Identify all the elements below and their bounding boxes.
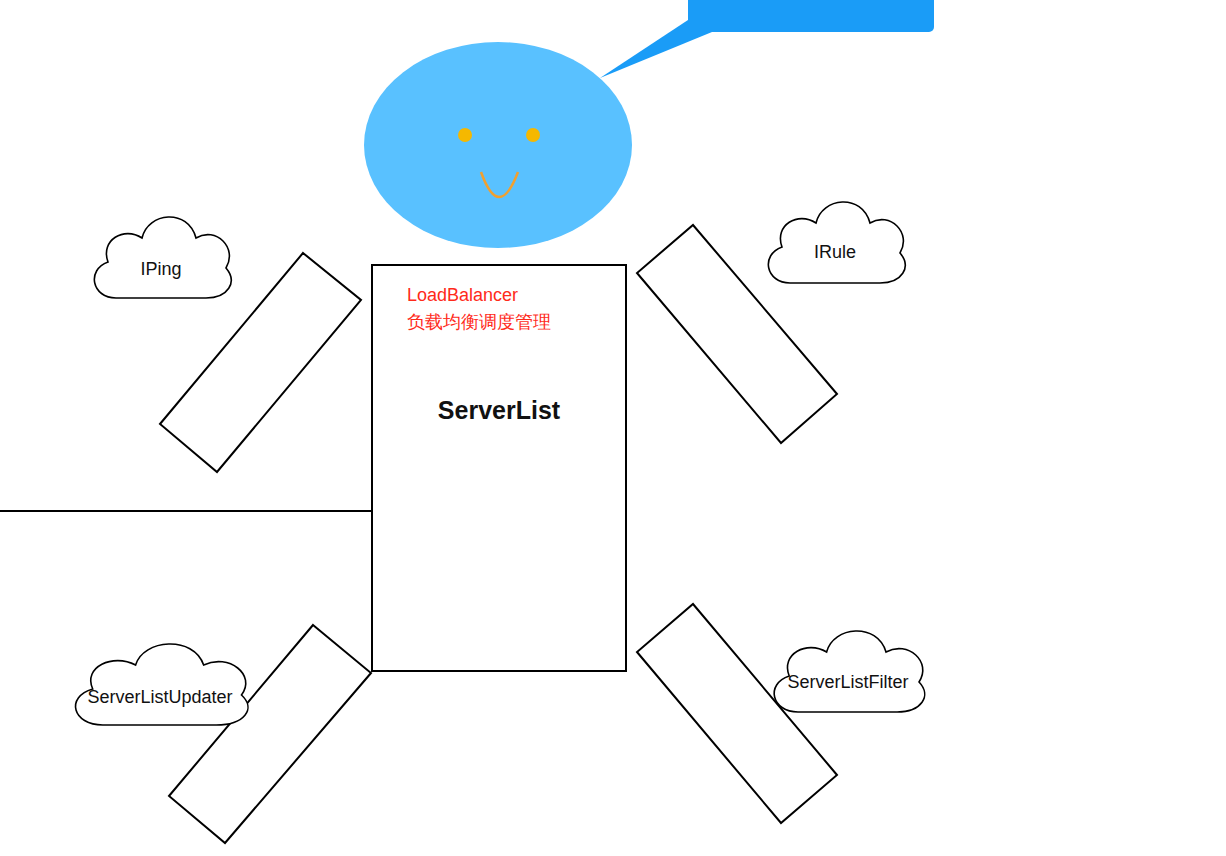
eye — [526, 128, 540, 142]
speech-bubble — [688, 0, 934, 32]
leg — [637, 604, 837, 823]
cloud-label: IPing — [140, 259, 181, 280]
cloud-path — [76, 644, 248, 725]
cloud-path — [775, 631, 925, 712]
cloud-outline — [760, 193, 910, 285]
cloud-label: ServerListUpdater — [87, 687, 232, 708]
smile — [481, 172, 518, 197]
box-title: ServerList — [438, 396, 560, 425]
cloud-label: ServerListFilter — [787, 672, 908, 693]
box-heading: LoadBalancer 负载均衡调度管理 — [407, 282, 551, 336]
cloud-shape: ServerListUpdater — [65, 635, 254, 727]
cloud-label: IRule — [814, 242, 856, 263]
cloud-outline — [65, 635, 254, 727]
eye — [458, 128, 472, 142]
cloud-path — [94, 217, 231, 298]
cloud-path — [768, 202, 905, 283]
cloud-shape: ServerListFilter — [765, 622, 930, 714]
cloud-outline — [86, 208, 236, 300]
cloud-shape: IPing — [86, 208, 236, 300]
cloud-outline — [765, 622, 930, 714]
plain-line — [0, 510, 383, 512]
cloud-shape: IRule — [760, 193, 910, 285]
body-box: LoadBalancer 负载均衡调度管理 ServerList — [371, 264, 627, 672]
head — [364, 42, 632, 248]
